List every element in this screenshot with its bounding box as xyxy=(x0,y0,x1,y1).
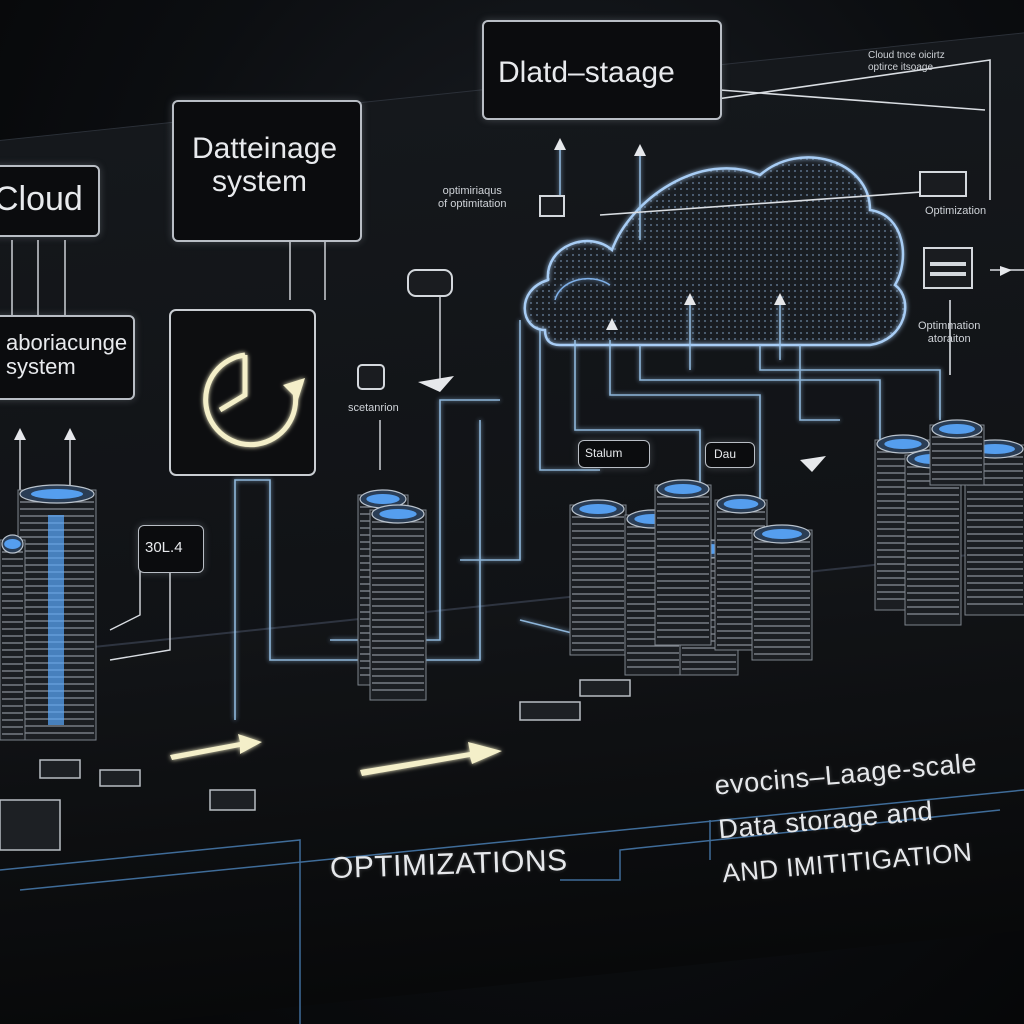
tag-box-label: 30L.4 xyxy=(138,525,204,573)
small-center-left-text: scetanrion xyxy=(348,402,399,414)
server-stack-icon xyxy=(0,534,26,741)
stalum-tag: Stalum xyxy=(578,440,650,468)
small-top-right-line2: optirce itsoage xyxy=(868,61,934,73)
small-top-center-line1: optimiriaqus xyxy=(442,185,502,197)
clock-panel xyxy=(169,309,316,476)
server-stack-icon xyxy=(751,524,813,661)
datteinage-system-label: Datteinage system xyxy=(172,100,362,242)
cloud-label: Cloud xyxy=(0,165,100,237)
small-top-center-line2: of optimitation xyxy=(438,197,507,210)
cloud-icon xyxy=(523,156,907,347)
datteinage-line1: Datteinage xyxy=(192,132,338,165)
small-top-right-label: Cloud tnce oicirtz optirce itsoage xyxy=(868,50,945,73)
small-top-center-label: optimiriaqus of optimitation xyxy=(438,185,506,210)
dlatd-stage-label: Dlatd–staage xyxy=(482,20,722,120)
optimizations-text: OPTIMIZATIONS xyxy=(329,843,569,886)
arrow-icon xyxy=(170,734,502,776)
floor-components xyxy=(0,679,631,851)
server-stack-icon xyxy=(929,419,985,486)
left-system-label: aboriacunge system xyxy=(0,315,135,400)
upper-right-lines xyxy=(599,59,1024,375)
right-caption: evocins–Laage-scale Data storage and AND… xyxy=(713,741,987,895)
stalum-tag-text: Stalum xyxy=(585,446,623,460)
cloud-label-text: Cloud xyxy=(0,180,83,218)
small-right-1-text: Optimization xyxy=(925,205,987,217)
tag-box-text: 30L.4 xyxy=(145,539,183,556)
small-right-2-line1: Optimmation xyxy=(918,320,981,332)
small-right-1-label: Optimization xyxy=(925,205,986,218)
small-right-2-line2: atoraiton xyxy=(927,332,971,345)
small-right-2-label: Optimmation atoraiton xyxy=(918,320,980,345)
left-system-line2: system xyxy=(6,354,76,380)
left-system-line1: aboriacunge xyxy=(6,330,128,355)
floor-lines xyxy=(0,789,1024,1024)
small-top-right-line1: Cloud tnce oicirtz xyxy=(868,50,945,61)
small-center-left-label: scetanrion xyxy=(348,402,399,415)
small-device-icons xyxy=(357,171,973,390)
server-stack-icon xyxy=(569,499,627,656)
dau-tag-text: Dau xyxy=(714,447,737,461)
datteinage-line2: system xyxy=(212,165,308,198)
clock-cycle-icon xyxy=(203,352,305,448)
server-stack-icon xyxy=(369,504,427,701)
server-stack-icon xyxy=(654,479,712,646)
dlatd-stage-text: Dlatd–staage xyxy=(498,56,675,89)
left-lines xyxy=(11,230,441,661)
tower-indicator-bar xyxy=(48,515,64,725)
dau-tag: Dau xyxy=(705,442,755,468)
